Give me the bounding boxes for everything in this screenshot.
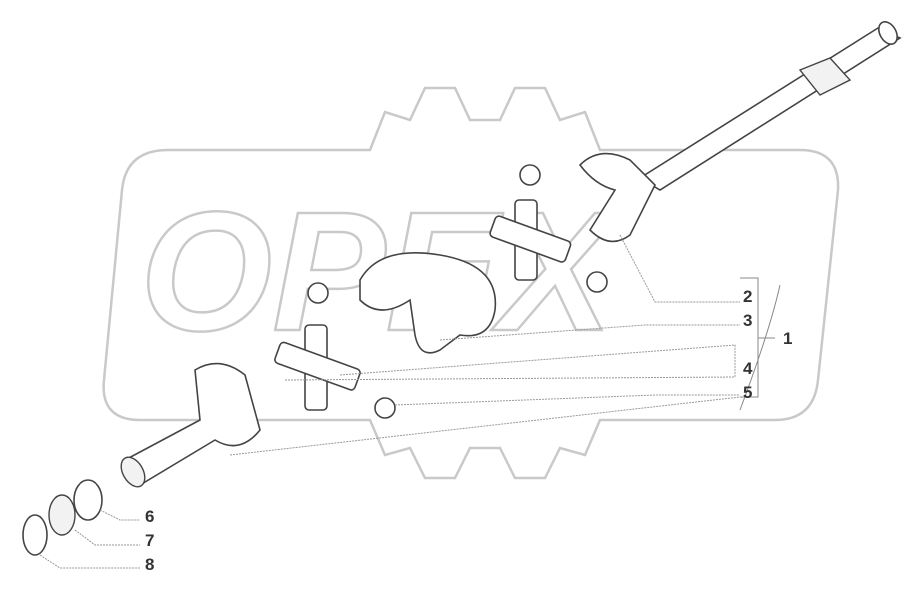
- callout-5: 5: [743, 383, 752, 402]
- callout-3: 3: [743, 311, 752, 330]
- snap-ring: [586, 271, 608, 293]
- callout-8: 8: [145, 555, 154, 574]
- axle-shaft: [638, 21, 902, 191]
- double-yoke: [359, 252, 497, 354]
- yoke-upper: [578, 152, 656, 243]
- leader-lines: [39, 234, 781, 569]
- cross-upper: [489, 199, 572, 281]
- stub-shaft: [120, 362, 261, 488]
- snap-ring: [519, 164, 541, 186]
- callout-2: 2: [743, 287, 752, 306]
- washer: [73, 479, 103, 521]
- callout-6: 6: [145, 507, 154, 526]
- snap-ring: [374, 397, 396, 419]
- callout-4: 4: [743, 359, 753, 378]
- callout-1: 1: [783, 329, 792, 348]
- circlip: [22, 514, 48, 556]
- spline-ring: [48, 494, 76, 536]
- snap-ring: [307, 282, 329, 304]
- callout-7: 7: [145, 531, 154, 550]
- cross-lower: [274, 324, 361, 411]
